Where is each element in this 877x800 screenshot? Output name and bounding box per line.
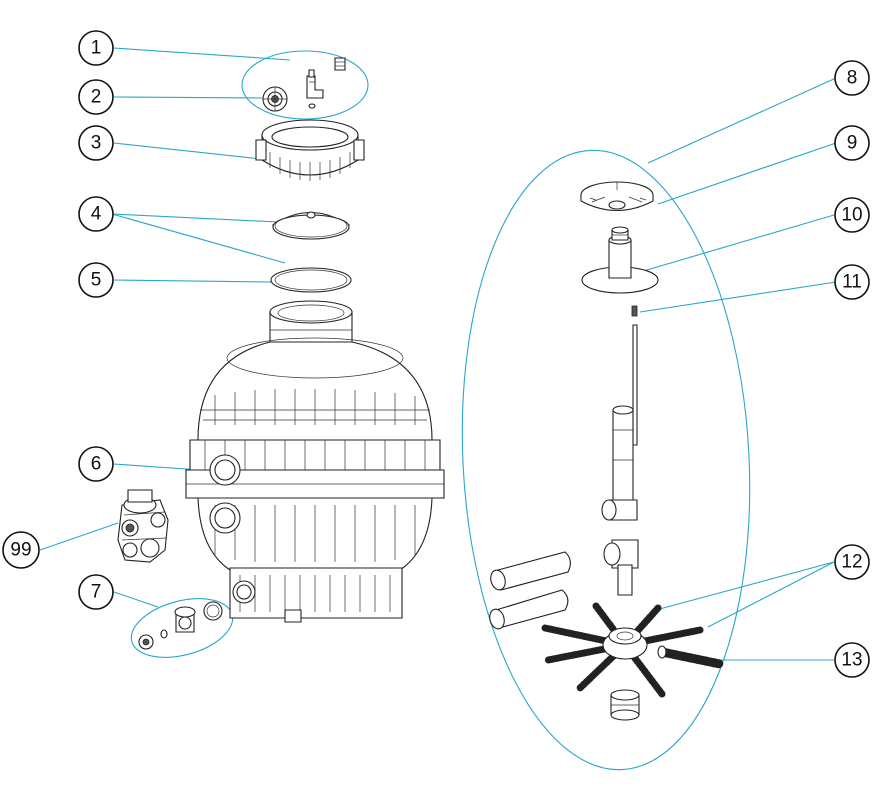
svg-text:5: 5 <box>91 270 102 291</box>
leader-9 <box>657 142 837 205</box>
central-pipe-part <box>602 325 638 595</box>
tank-port-upper <box>210 455 240 485</box>
tank-port-lower <box>210 503 240 533</box>
leader-1 <box>113 47 291 61</box>
callout-12: 12 <box>834 544 870 580</box>
callout-11: 11 <box>834 264 870 300</box>
svg-text:10: 10 <box>841 205 862 226</box>
callout-10: 10 <box>834 197 870 233</box>
gauge-nut-part <box>263 87 287 111</box>
svg-text:9: 9 <box>847 133 858 154</box>
tank-drain-port <box>233 581 255 603</box>
single-lateral-part <box>658 646 720 664</box>
group-ellipse-1-2 <box>241 50 369 120</box>
svg-text:12: 12 <box>841 552 862 573</box>
leader-5 <box>113 279 273 283</box>
vent-plug-part <box>335 58 345 70</box>
lateral-tubes-part <box>488 552 571 630</box>
svg-text:11: 11 <box>842 272 862 293</box>
multiport-valve-part <box>118 490 168 562</box>
svg-text:1: 1 <box>91 38 102 59</box>
callout-1: 1 <box>78 30 114 66</box>
o-ring-part <box>271 268 351 292</box>
group-ellipse-8 <box>461 149 751 771</box>
lock-ring-part <box>256 120 364 181</box>
drain-fittings-part <box>139 602 222 649</box>
filter-tank-part <box>186 301 444 622</box>
callout-8: 8 <box>834 60 870 96</box>
callout-4: 4 <box>78 196 114 232</box>
hub-cap-part <box>611 690 639 720</box>
leader-4a <box>111 213 279 223</box>
filter-lid-part <box>273 212 349 239</box>
leader-11 <box>639 281 837 313</box>
top-diffuser-part <box>581 182 653 211</box>
callout-9: 9 <box>834 125 870 161</box>
svg-text:13: 13 <box>841 650 862 671</box>
leader-4b <box>111 213 286 264</box>
svg-text:7: 7 <box>91 582 102 603</box>
svg-text:2: 2 <box>91 87 102 108</box>
callout-3: 3 <box>78 125 114 161</box>
leader-12b <box>707 561 835 628</box>
elbow-fitting-part <box>307 70 323 98</box>
leader-3 <box>113 142 271 161</box>
callout-13: 13 <box>834 642 870 678</box>
collector-base-part <box>582 227 658 293</box>
callout-99: 99 <box>2 531 40 569</box>
part-fittings-group <box>263 58 345 111</box>
lateral-hub-part <box>545 606 700 694</box>
svg-text:8: 8 <box>847 68 858 89</box>
callouts: 1 2 3 4 5 6 7 8 <box>2 30 870 678</box>
svg-text:99: 99 <box>10 540 31 561</box>
callout-7: 7 <box>78 574 114 610</box>
svg-text:3: 3 <box>91 133 102 154</box>
svg-text:6: 6 <box>91 454 102 475</box>
leader-10 <box>639 214 835 273</box>
callout-2: 2 <box>78 79 114 115</box>
callout-5: 5 <box>78 262 114 298</box>
leader-99 <box>39 522 119 551</box>
leader-12a <box>655 561 835 611</box>
svg-text:4: 4 <box>91 204 102 225</box>
screw-part <box>632 306 637 316</box>
small-washer-part <box>309 104 315 108</box>
leader-2 <box>113 96 263 99</box>
callout-6: 6 <box>78 446 114 482</box>
leader-7 <box>113 591 159 608</box>
leader-8 <box>647 77 837 164</box>
leader-lines <box>39 47 837 771</box>
